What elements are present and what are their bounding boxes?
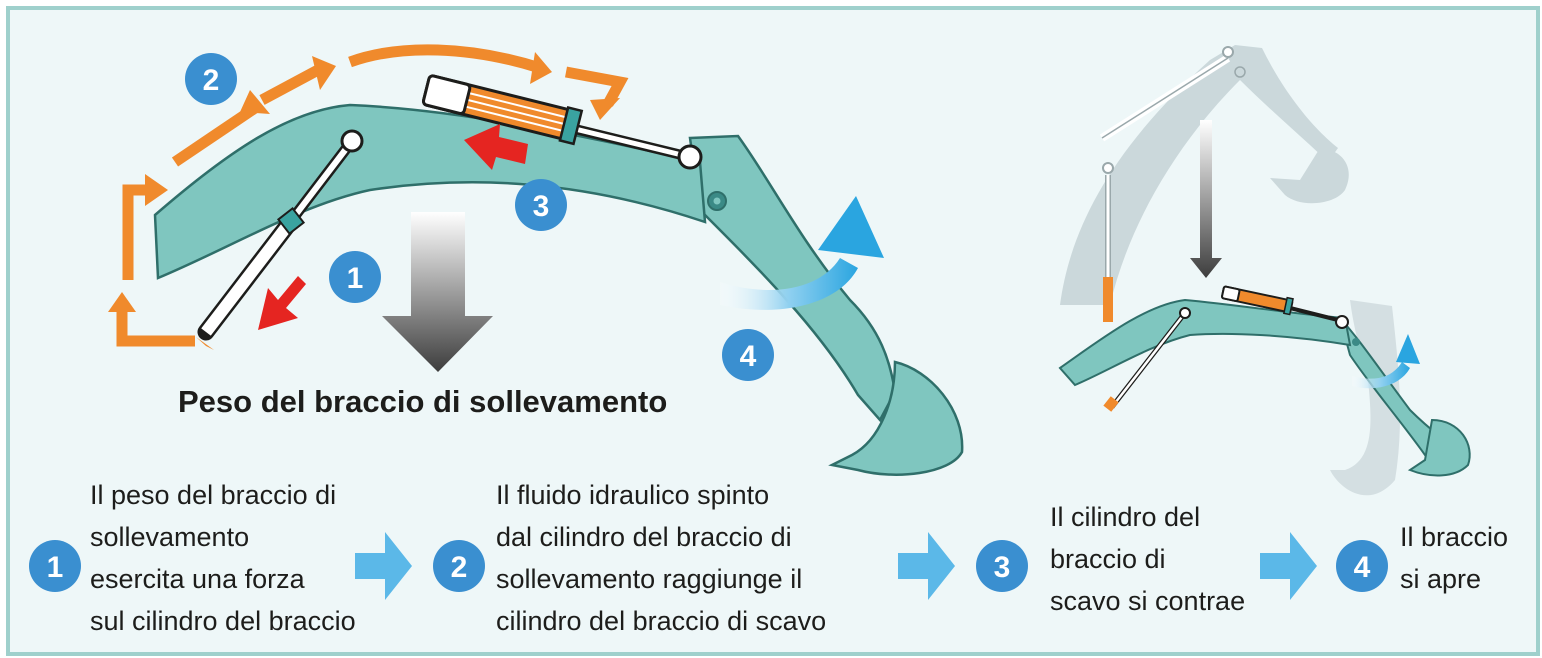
bucket — [828, 360, 964, 476]
step-1-badge: 1 — [29, 540, 81, 592]
force-arrow-boom — [258, 276, 306, 330]
step-2-text: Il fluido idraulico spinto dal cilindro … — [496, 480, 827, 636]
svg-text:2: 2 — [203, 64, 220, 97]
step-2-badge: 2 — [433, 540, 485, 592]
dipper-arm — [688, 134, 897, 423]
weight-arrow-icon — [382, 212, 493, 372]
step-3-text: Il cilindro del braccio di scavo si cont… — [1050, 502, 1246, 616]
step-4-text: Il braccio si apre — [1400, 522, 1509, 594]
fluid-flow-arrow-icon — [116, 44, 629, 347]
main-excavator — [153, 74, 964, 476]
small-excavator — [1058, 285, 1471, 477]
down-arrow-small — [1190, 120, 1222, 278]
step-arrow-icon — [898, 532, 955, 600]
boom — [153, 103, 707, 280]
svg-text:1: 1 — [347, 262, 364, 295]
svg-text:3: 3 — [994, 551, 1011, 584]
diagram-marker-3: 3 — [515, 179, 567, 231]
svg-text:3: 3 — [533, 190, 550, 223]
step-1-text: Il peso del braccio di sollevamento eser… — [90, 480, 356, 636]
svg-text:2: 2 — [451, 551, 468, 584]
step-4-badge: 4 — [1336, 540, 1388, 592]
svg-text:1: 1 — [47, 551, 64, 584]
diagram-marker-4: 4 — [722, 329, 774, 381]
diagram-marker-2: 2 — [185, 53, 237, 105]
diagram-marker-1: 1 — [329, 251, 381, 303]
contraction-arrow-icon — [464, 124, 528, 170]
ghost-excavator — [1060, 45, 1401, 496]
step-3-badge: 3 — [976, 540, 1028, 592]
opening-arrow-icon — [720, 196, 884, 310]
weight-label: Peso del braccio di sollevamento — [178, 384, 668, 419]
boom-cylinder — [196, 129, 364, 350]
svg-text:4: 4 — [1354, 551, 1371, 584]
arm-cylinder — [421, 74, 703, 170]
step-arrow-icon — [355, 532, 412, 600]
svg-text:4: 4 — [740, 340, 757, 373]
step-arrow-icon — [1260, 532, 1317, 600]
